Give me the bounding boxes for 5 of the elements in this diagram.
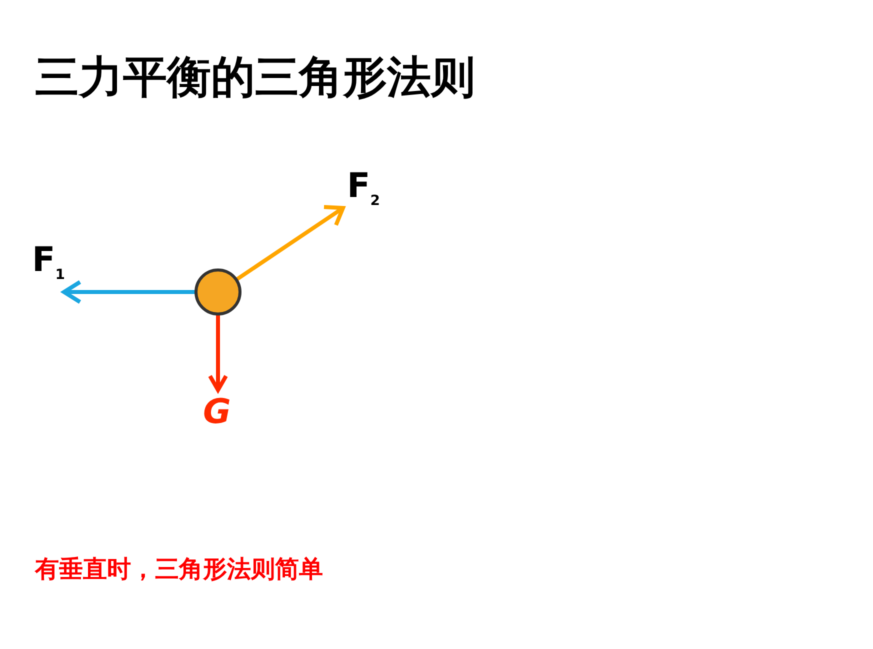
force-label: G — [203, 392, 231, 432]
force-label: F$_{1}$ — [32, 240, 65, 283]
caption: 有垂直时，三角形法则简单 — [35, 554, 323, 585]
force-label: F$_{2}$ — [347, 166, 380, 209]
title: 三力平衡的三角形法则 — [35, 51, 475, 105]
